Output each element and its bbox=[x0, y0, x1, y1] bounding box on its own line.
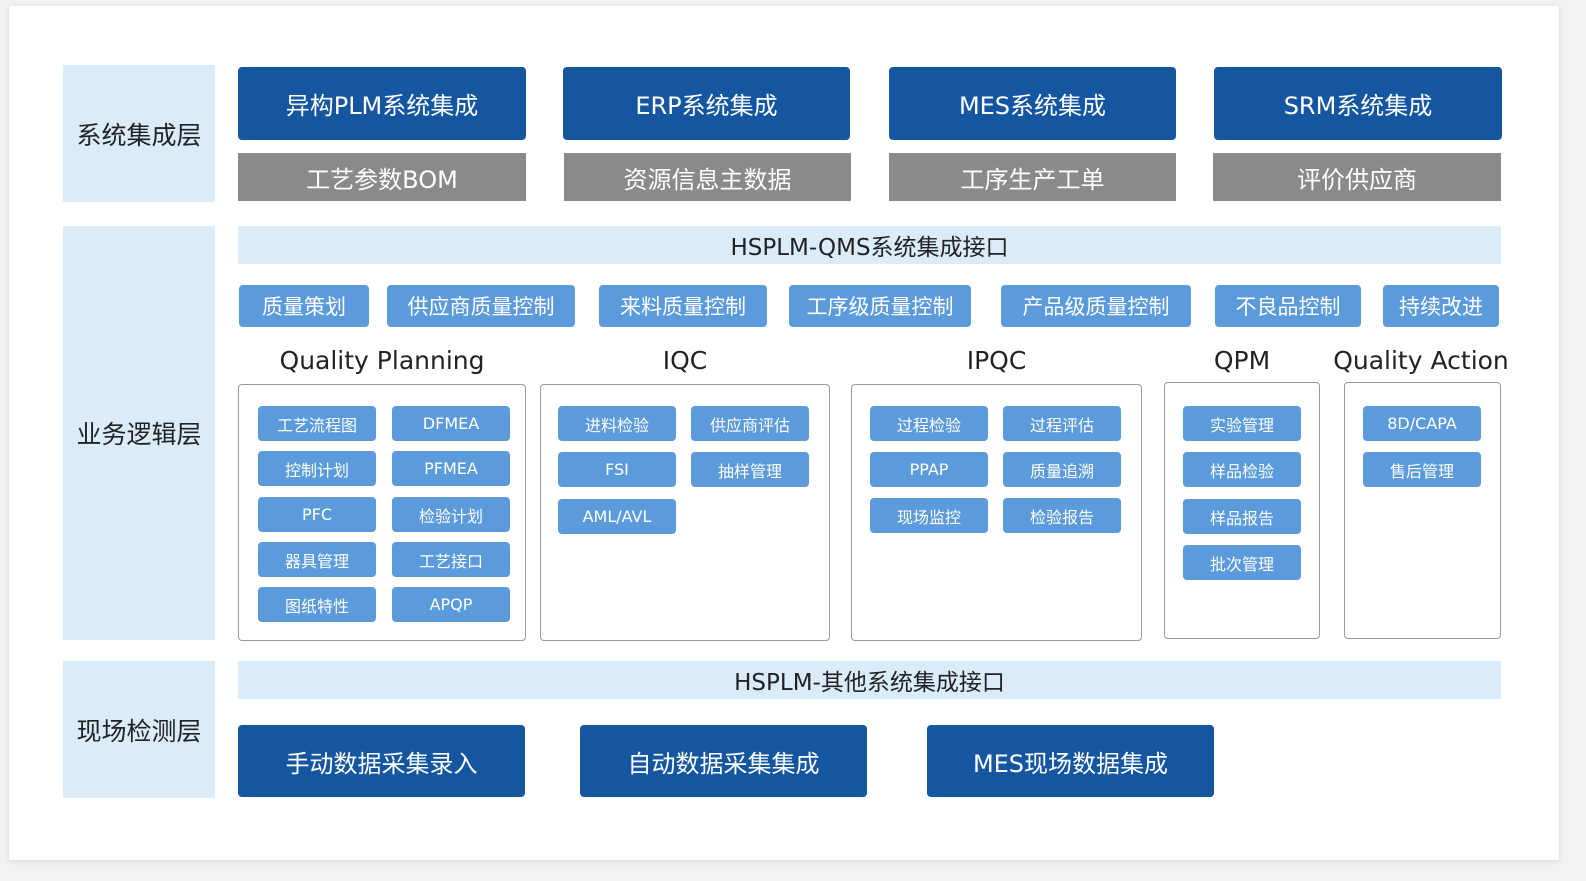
module-title-iqc: IQC bbox=[662, 345, 708, 375]
module-title-quality-action: Quality Action bbox=[1333, 345, 1509, 375]
category-quality-planning: 质量策划 bbox=[239, 285, 369, 327]
field-auto-collection: 自动数据采集集成 bbox=[580, 725, 867, 797]
field-manual-collection: 手动数据采集录入 bbox=[238, 725, 525, 797]
module-item: FSI bbox=[558, 452, 676, 487]
qms-interface-bar: HSPLM-QMS系统集成接口 bbox=[238, 226, 1501, 264]
category-product-quality: 产品级质量控制 bbox=[1001, 285, 1191, 327]
module-item: 工艺接口 bbox=[392, 542, 510, 577]
module-item: 质量追溯 bbox=[1003, 452, 1121, 487]
system-srm-data: 评价供应商 bbox=[1213, 153, 1501, 201]
system-mes-data: 工序生产工单 bbox=[889, 153, 1176, 201]
module-item: 8D/CAPA bbox=[1363, 406, 1481, 441]
module-item: 实验管理 bbox=[1183, 406, 1301, 441]
module-item: DFMEA bbox=[392, 406, 510, 441]
module-item: 图纸特性 bbox=[258, 587, 376, 622]
module-item: 供应商评估 bbox=[691, 406, 809, 441]
category-nonconforming: 不良品控制 bbox=[1215, 285, 1361, 327]
system-erp: ERP系统集成 bbox=[563, 67, 850, 140]
module-item: 样品检验 bbox=[1183, 452, 1301, 487]
layer-label-field: 现场检测层 bbox=[63, 661, 215, 798]
layer-label-business: 业务逻辑层 bbox=[63, 226, 215, 640]
module-item: APQP bbox=[392, 587, 510, 622]
module-item: 工艺流程图 bbox=[258, 406, 376, 441]
other-interface-bar: HSPLM-其他系统集成接口 bbox=[238, 661, 1501, 699]
module-item: 售后管理 bbox=[1363, 452, 1481, 487]
module-item: 器具管理 bbox=[258, 542, 376, 577]
module-item: 过程检验 bbox=[870, 406, 988, 441]
module-title-ipqc: IPQC bbox=[966, 345, 1027, 375]
module-item: 抽样管理 bbox=[691, 452, 809, 487]
module-item: 现场监控 bbox=[870, 498, 988, 533]
layer-label-integration: 系统集成层 bbox=[63, 65, 215, 202]
module-item: PFMEA bbox=[392, 451, 510, 486]
module-item: 样品报告 bbox=[1183, 499, 1301, 534]
system-plm: 异构PLM系统集成 bbox=[238, 67, 526, 140]
module-item: PPAP bbox=[870, 452, 988, 487]
field-mes-data: MES现场数据集成 bbox=[927, 725, 1214, 797]
module-item: PFC bbox=[258, 497, 376, 532]
module-item: 控制计划 bbox=[258, 451, 376, 486]
system-srm: SRM系统集成 bbox=[1214, 67, 1502, 140]
system-mes: MES系统集成 bbox=[889, 67, 1176, 140]
module-item: AML/AVL bbox=[558, 499, 676, 534]
module-item: 检验计划 bbox=[392, 497, 510, 532]
category-supplier-quality: 供应商质量控制 bbox=[387, 285, 575, 327]
system-plm-data: 工艺参数BOM bbox=[238, 153, 526, 201]
module-title-quality-planning: Quality Planning bbox=[279, 345, 485, 375]
category-process-quality: 工序级质量控制 bbox=[789, 285, 971, 327]
system-erp-data: 资源信息主数据 bbox=[564, 153, 851, 201]
category-incoming-quality: 来料质量控制 bbox=[599, 285, 767, 327]
category-continuous-improvement: 持续改进 bbox=[1383, 285, 1499, 327]
module-item: 进料检验 bbox=[558, 406, 676, 441]
module-item: 过程评估 bbox=[1003, 406, 1121, 441]
module-item: 批次管理 bbox=[1183, 545, 1301, 580]
module-item: 检验报告 bbox=[1003, 498, 1121, 533]
module-title-qpm: QPM bbox=[1213, 345, 1271, 375]
